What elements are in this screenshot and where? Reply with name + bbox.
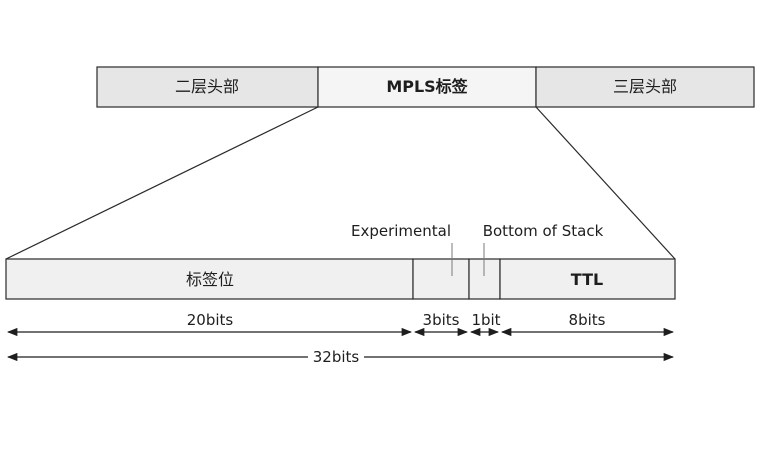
label-field-label: 标签位: [186, 270, 234, 289]
label-32bits: 32bits: [313, 348, 360, 366]
layer3-header-label: 三层头部: [613, 77, 677, 96]
header-bar: 二层头部 MPLS标签 三层头部: [96, 66, 755, 108]
label-3bits: 3bits: [423, 311, 460, 329]
ttl-field-box: [499, 258, 676, 300]
layer2-header-box: [96, 66, 319, 108]
mpls-label-box: [317, 66, 537, 108]
expand-line-right: [535, 106, 676, 260]
ttl-field-label: TTL: [571, 270, 603, 289]
label-field-bar: 标签位 TTL: [5, 258, 676, 300]
layer2-header-label: 二层头部: [175, 77, 239, 96]
experimental-field-box: [412, 258, 470, 300]
label-1bit: 1bit: [471, 311, 500, 329]
layer3-header-box: [535, 66, 755, 108]
mpls-label-label: MPLS标签: [386, 77, 468, 96]
expand-line-left: [5, 106, 319, 260]
label-8bits: 8bits: [569, 311, 606, 329]
label-20bits: 20bits: [187, 311, 234, 329]
bottom-of-stack-callout: Bottom of Stack: [483, 222, 604, 240]
experimental-callout: Experimental: [351, 222, 451, 240]
